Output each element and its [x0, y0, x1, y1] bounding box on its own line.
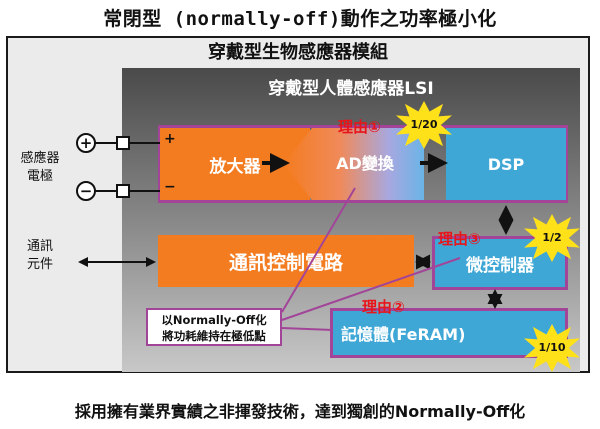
- burst-3-value: 1/2: [542, 231, 562, 244]
- memory-block: 記憶體(FeRAM): [333, 311, 565, 355]
- analog-chain-frame: [158, 125, 568, 203]
- reason-1-label: 理由①: [338, 118, 381, 136]
- plus-terminal-icon: [116, 136, 130, 150]
- dsp-block: DSP: [446, 128, 566, 200]
- memory-label: 記憶體(FeRAM): [341, 325, 466, 344]
- comm-control-block: 通訊控制電路: [158, 235, 414, 287]
- minus-electrode-symbol: −: [79, 181, 93, 200]
- dsp-label: DSP: [487, 154, 525, 174]
- callout-line-3: [281, 327, 334, 331]
- reason-2-label: 理由②: [362, 298, 405, 316]
- comm-element-label: 通訊 元件: [12, 238, 68, 274]
- page-title: 常閉型 (normally-off)動作之功率極小化: [103, 8, 497, 30]
- microcontroller-label: 微控制器: [466, 255, 534, 276]
- callout-line2: 將功耗維持在極低點: [162, 329, 266, 343]
- lsi-title: 穿戴型人體感應器LSI: [268, 79, 434, 99]
- sensor-label-line1: 感應器: [20, 151, 60, 166]
- minus-electrode-icon: −: [76, 181, 96, 201]
- callout-line-1: [281, 187, 356, 313]
- normally-off-callout: 以Normally-Off化 將功耗維持在極低點: [146, 308, 282, 346]
- burst-1-value: 1/20: [410, 118, 438, 131]
- sensor-label-line2: 電極: [26, 169, 53, 184]
- plus-electrode-icon: +: [76, 133, 96, 153]
- plus-electrode-symbol: +: [79, 133, 93, 152]
- amplifier-label: 放大器: [209, 156, 261, 177]
- callout-line1: 以Normally-Off化: [161, 313, 267, 327]
- module-title: 穿戴型生物感應器模組: [208, 42, 388, 63]
- amp-minus-sign: −: [164, 179, 176, 195]
- minus-terminal-icon: [116, 184, 130, 198]
- comm-label-line2: 元件: [26, 257, 53, 272]
- ad-converter-label: AD變換: [336, 154, 394, 173]
- callout-line-2: [281, 257, 461, 321]
- mcu-frame: [432, 236, 568, 290]
- sensor-electrode-label: 感應器 電極: [12, 150, 68, 186]
- reason-3-label: 理由③: [438, 230, 481, 248]
- burst-2-value: 1/10: [538, 341, 566, 354]
- footer-caption: 採用擁有業界實績之非揮發技術，達到獨創的Normally-Off化: [74, 402, 526, 421]
- microcontroller-block: 微控制器: [435, 239, 565, 287]
- comm-label-line1: 通訊: [26, 239, 53, 254]
- amp-plus-sign: +: [164, 131, 176, 147]
